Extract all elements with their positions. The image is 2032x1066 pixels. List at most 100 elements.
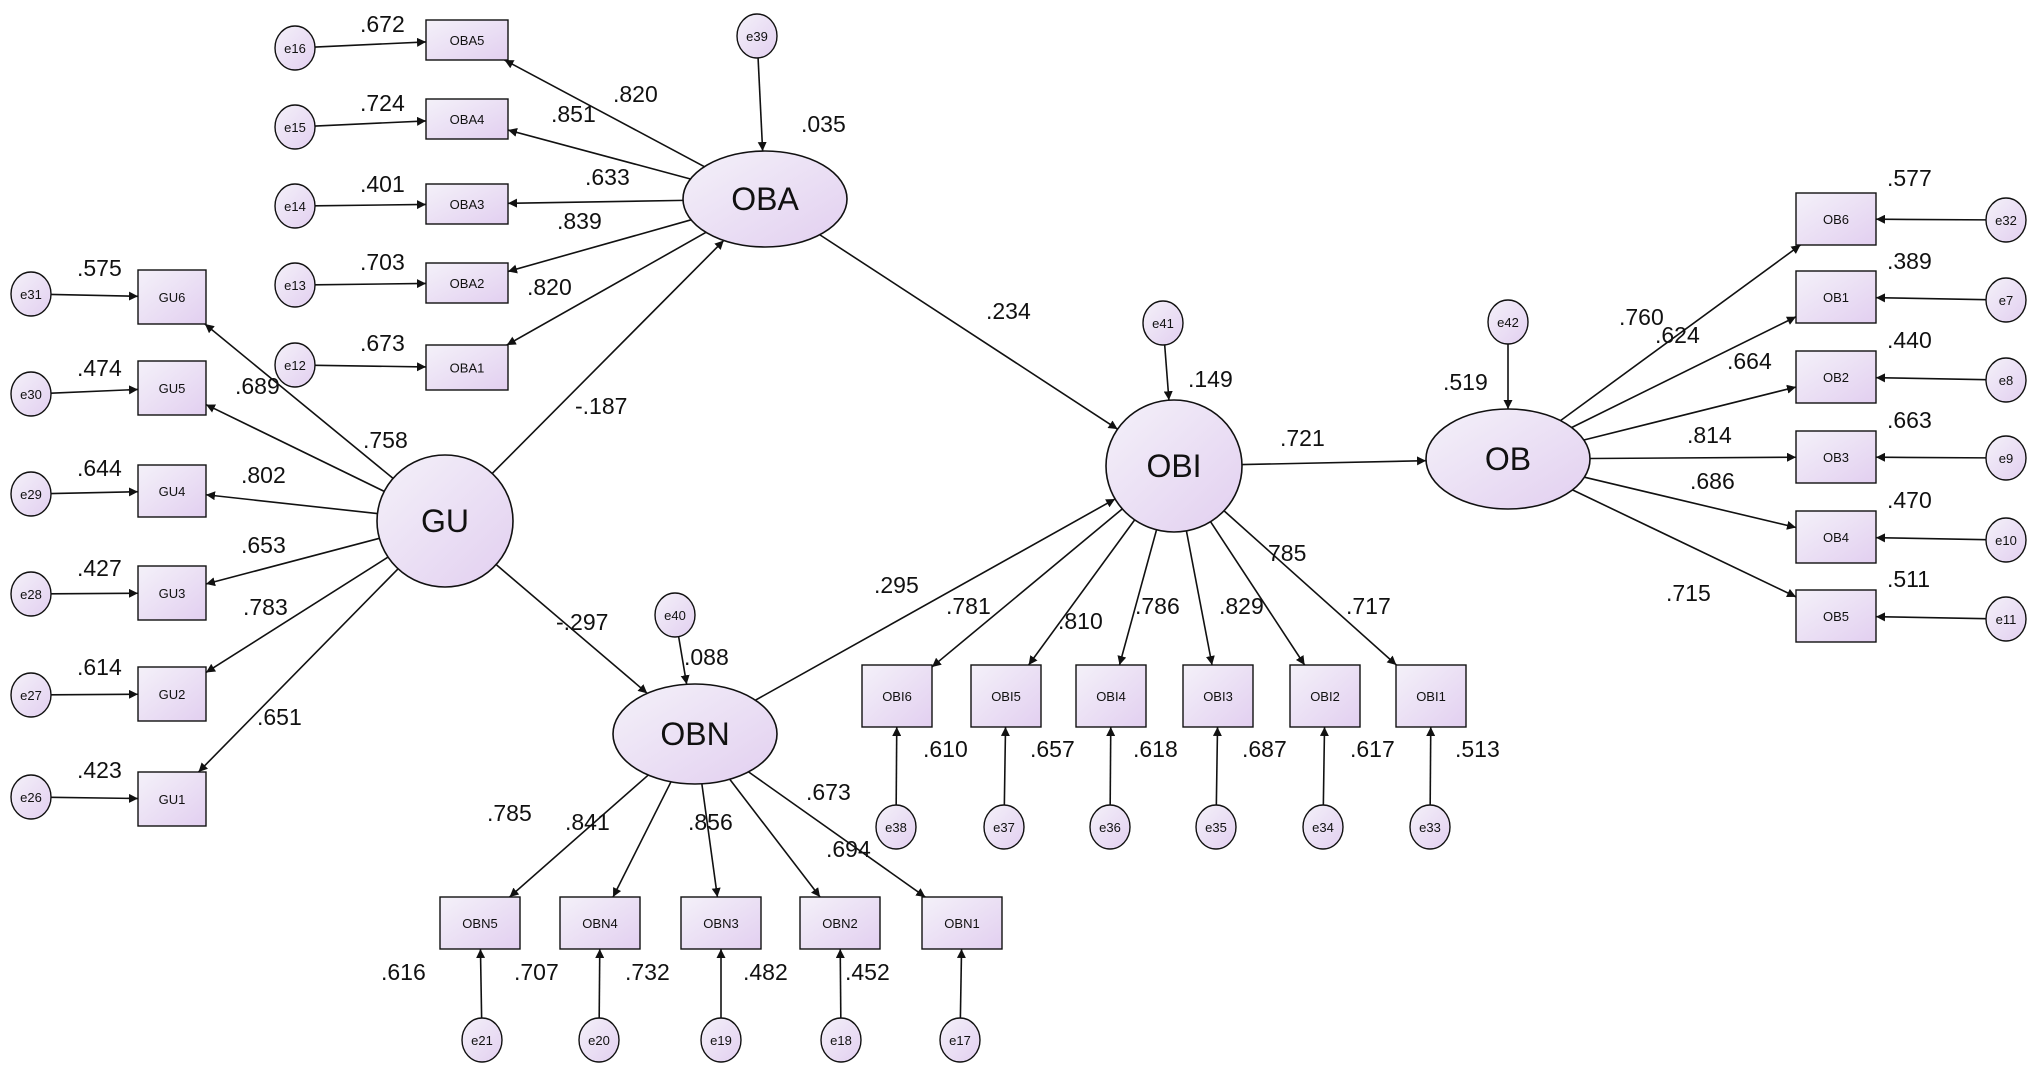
- indicator-box: [137, 269, 207, 325]
- indicator-obi2: OBI2: [1289, 664, 1361, 728]
- indicator-box: [425, 183, 509, 225]
- error-circle: [578, 1017, 620, 1063]
- coef-obi-obi6: .781: [946, 593, 991, 619]
- r2-obi6: .610: [923, 736, 968, 762]
- r2-oba4: .724: [360, 90, 405, 116]
- error-label: e30: [20, 387, 42, 402]
- r2-obi3: .687: [1242, 736, 1287, 762]
- coef-obn-obn3: .856: [688, 809, 733, 835]
- error-label: e31: [20, 287, 42, 302]
- error-arrow-e10: [1875, 533, 1987, 543]
- loading-arrow-obi-obi2: [1209, 521, 1306, 666]
- error-e36: e36: [1089, 804, 1131, 850]
- r2-gu5: .474: [77, 355, 122, 381]
- error-label: e9: [1999, 451, 2013, 466]
- indicator-label: OBI1: [1416, 689, 1446, 704]
- indicator-obn4: OBN4: [559, 896, 641, 950]
- indicator-box: [1795, 270, 1877, 324]
- indicator-label: OBI2: [1310, 689, 1340, 704]
- indicator-gu5: GU5: [137, 360, 207, 416]
- error-circle: [820, 1017, 862, 1063]
- error-arrow-e15: [314, 116, 427, 127]
- error-e30: e30: [10, 371, 52, 417]
- r2-gu2: .614: [77, 654, 122, 680]
- indicator-label: OBI6: [882, 689, 912, 704]
- indicator-obi6: OBI6: [861, 664, 933, 728]
- indicator-gu4: GU4: [137, 464, 207, 518]
- coef-obi-obi4: .786: [1135, 593, 1180, 619]
- coef-ob-ob5: .715: [1666, 580, 1711, 606]
- r2-oba1: .673: [360, 330, 405, 356]
- indicator-box: [425, 344, 509, 391]
- path-arrow-gu-obn: [495, 563, 648, 694]
- error-label: e13: [284, 278, 306, 293]
- error-arrow-e29: [50, 487, 139, 497]
- loading-arrow-obi-obi1: [1223, 510, 1397, 666]
- coef-ob-ob1: .624: [1655, 322, 1700, 348]
- loading-arrow-gu-gu4: [205, 491, 378, 515]
- indicator-label: GU1: [159, 792, 186, 807]
- error-circle: [1985, 596, 2027, 642]
- coef-obn-obi: .295: [874, 572, 919, 598]
- indicator-label: GU6: [159, 290, 186, 305]
- indicator-ob2: OB2: [1795, 350, 1877, 404]
- indicator-box: [425, 262, 509, 304]
- r2-obi4: .618: [1133, 736, 1178, 762]
- error-circle: [1195, 804, 1237, 850]
- indicator-box: [970, 664, 1042, 728]
- error-circle: [1985, 197, 2027, 243]
- r2-ob6: .577: [1887, 165, 1932, 191]
- indicator-box: [1395, 664, 1467, 728]
- loading-arrow-oba-oba1: [506, 231, 707, 346]
- error-arrow-e12: [314, 362, 427, 372]
- latent-oba: OBA: [682, 150, 848, 248]
- indicator-gu6: GU6: [137, 269, 207, 325]
- latent-label: OBI: [1146, 448, 1201, 484]
- loading-arrow-gu-gu6: [204, 323, 394, 480]
- indicator-box: [559, 896, 641, 950]
- coef-obi-obi3: .829: [1219, 593, 1264, 619]
- error-label: e42: [1497, 315, 1519, 330]
- loading-arrow-ob-ob1: [1571, 316, 1797, 429]
- error-e38: e38: [875, 804, 917, 850]
- error-circle: [654, 592, 696, 638]
- indicator-box: [439, 896, 521, 950]
- r2-ob2: .440: [1887, 327, 1932, 353]
- indicator-label: OBA2: [450, 276, 485, 291]
- error-arrow-e9: [1875, 452, 1987, 462]
- indicator-label: OBN5: [462, 916, 497, 931]
- indicator-oba2: OBA2: [425, 262, 509, 304]
- error-e17: e17: [939, 1017, 981, 1063]
- coef-obn-obn2: .694: [826, 836, 871, 862]
- error-circle: [1409, 804, 1451, 850]
- error-e20: e20: [578, 1017, 620, 1063]
- coef-obi-obi5: .810: [1058, 608, 1103, 634]
- error-label: e26: [20, 790, 42, 805]
- indicator-label: OB5: [1823, 609, 1849, 624]
- error-arrow-e16: [314, 37, 427, 48]
- error-label: e21: [471, 1033, 493, 1048]
- indicator-obi5: OBI5: [970, 664, 1042, 728]
- loading-arrow-ob-ob6: [1560, 244, 1801, 422]
- coef-ob-ob6: .760: [1619, 304, 1664, 330]
- error-label: e8: [1999, 373, 2013, 388]
- error-arrow-e36: [1106, 726, 1116, 806]
- indicator-box: [1795, 510, 1877, 564]
- loading-arrow-oba-oba5: [504, 59, 705, 168]
- indicator-obn1: OBN1: [921, 896, 1003, 950]
- indicator-obi3: OBI3: [1182, 664, 1254, 728]
- error-label: e39: [746, 29, 768, 44]
- coef-oba-oba3: .633: [585, 164, 630, 190]
- error-label: e38: [885, 820, 907, 835]
- r2-gu3: .427: [77, 555, 122, 581]
- loading-arrow-gu-gu3: [205, 537, 380, 587]
- indicator-label: OBN1: [944, 916, 979, 931]
- loading-arrow-ob-ob4: [1584, 476, 1797, 530]
- loading-arrow-obi-obi3: [1185, 530, 1215, 666]
- error-e27: e27: [10, 672, 52, 718]
- indicator-label: GU5: [159, 381, 186, 396]
- error-e7: e7: [1985, 277, 2027, 323]
- loading-arrow-ob-ob3: [1589, 452, 1797, 462]
- error-arrow-e37: [1000, 726, 1010, 806]
- error-label: e19: [710, 1033, 732, 1048]
